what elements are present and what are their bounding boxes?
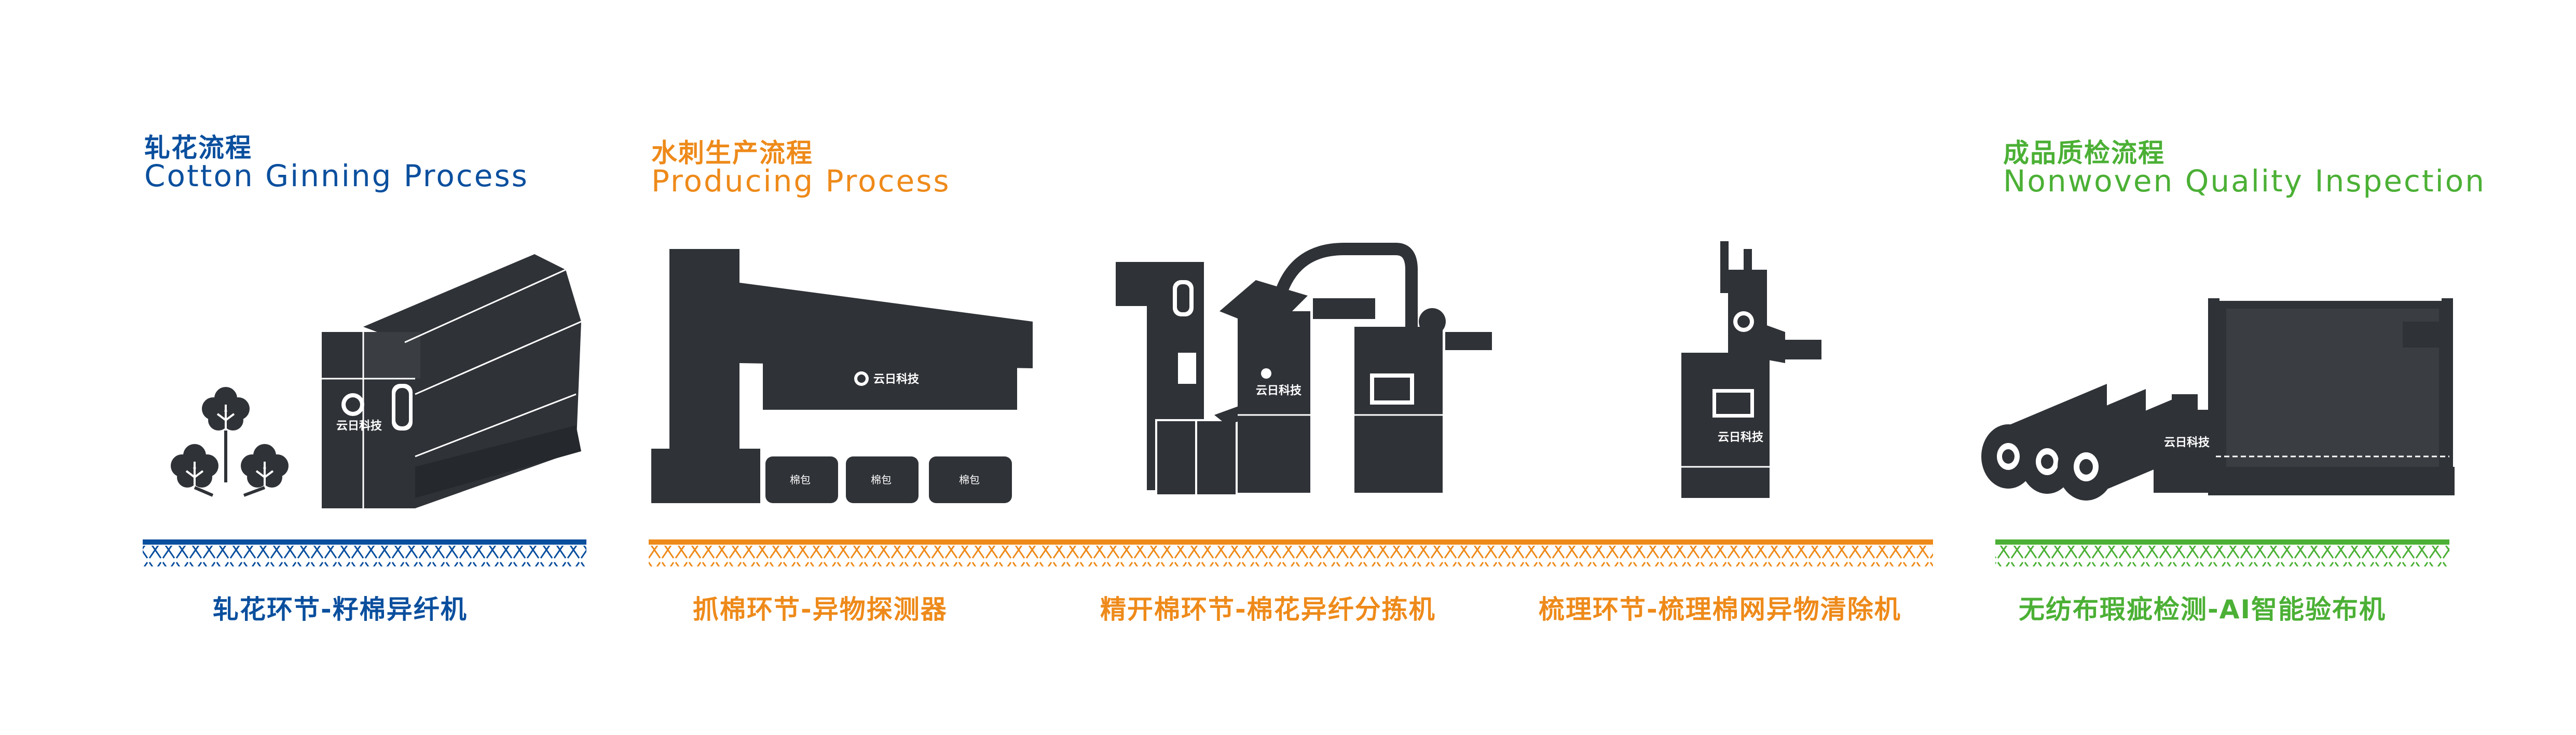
stage-label-inspection: 无纺布瑕疵检测-AI智能验布机: [2019, 594, 2387, 625]
conveyor-inspection: [1995, 539, 2449, 566]
section-title-producing-cn: 水刺生产流程: [651, 138, 813, 168]
cotton-plant-icon: [170, 386, 290, 497]
bale-label: 棉包: [790, 474, 811, 486]
section-title-ginning-en: Cotton Ginning Process: [144, 158, 529, 193]
bale-label: 棉包: [871, 474, 892, 486]
stage-label-ginning: 轧花环节-籽棉异纤机: [213, 594, 468, 625]
machine-icon: 云日科技: [322, 254, 582, 508]
conveyor-ginning: [143, 539, 586, 566]
machine-icon: 云日科技: [1981, 298, 2455, 501]
section-title-inspection-en: Nonwoven Quality Inspection: [2003, 163, 2486, 199]
stage-label-plucking: 抓棉环节-异物探测器: [693, 594, 948, 625]
brand-logo: 云日科技: [873, 373, 920, 386]
machine-icon: 云日科技: [1116, 243, 1492, 496]
section-title-inspection-cn: 成品质检流程: [2003, 138, 2165, 168]
stage-label-carding: 梳理环节-梳理棉网异物清除机: [1539, 594, 1901, 625]
section-title-producing-en: Producing Process: [651, 163, 951, 199]
stage-label-fine-opening: 精开棉环节-棉花异纤分拣机: [1100, 594, 1436, 625]
machine-icon: 云日科技: [1681, 241, 1821, 498]
conveyor-producing: [649, 539, 1933, 566]
brand-logo: 云日科技: [1256, 384, 1302, 397]
brand-logo: 云日科技: [2164, 436, 2210, 449]
brand-logo: 云日科技: [336, 420, 382, 433]
machine-icon: 云日科技 棉包 棉包 棉包: [651, 249, 1033, 503]
bale-label: 棉包: [959, 474, 980, 486]
section-title-ginning-cn: 轧花流程: [144, 133, 252, 163]
brand-logo: 云日科技: [1718, 431, 1764, 444]
